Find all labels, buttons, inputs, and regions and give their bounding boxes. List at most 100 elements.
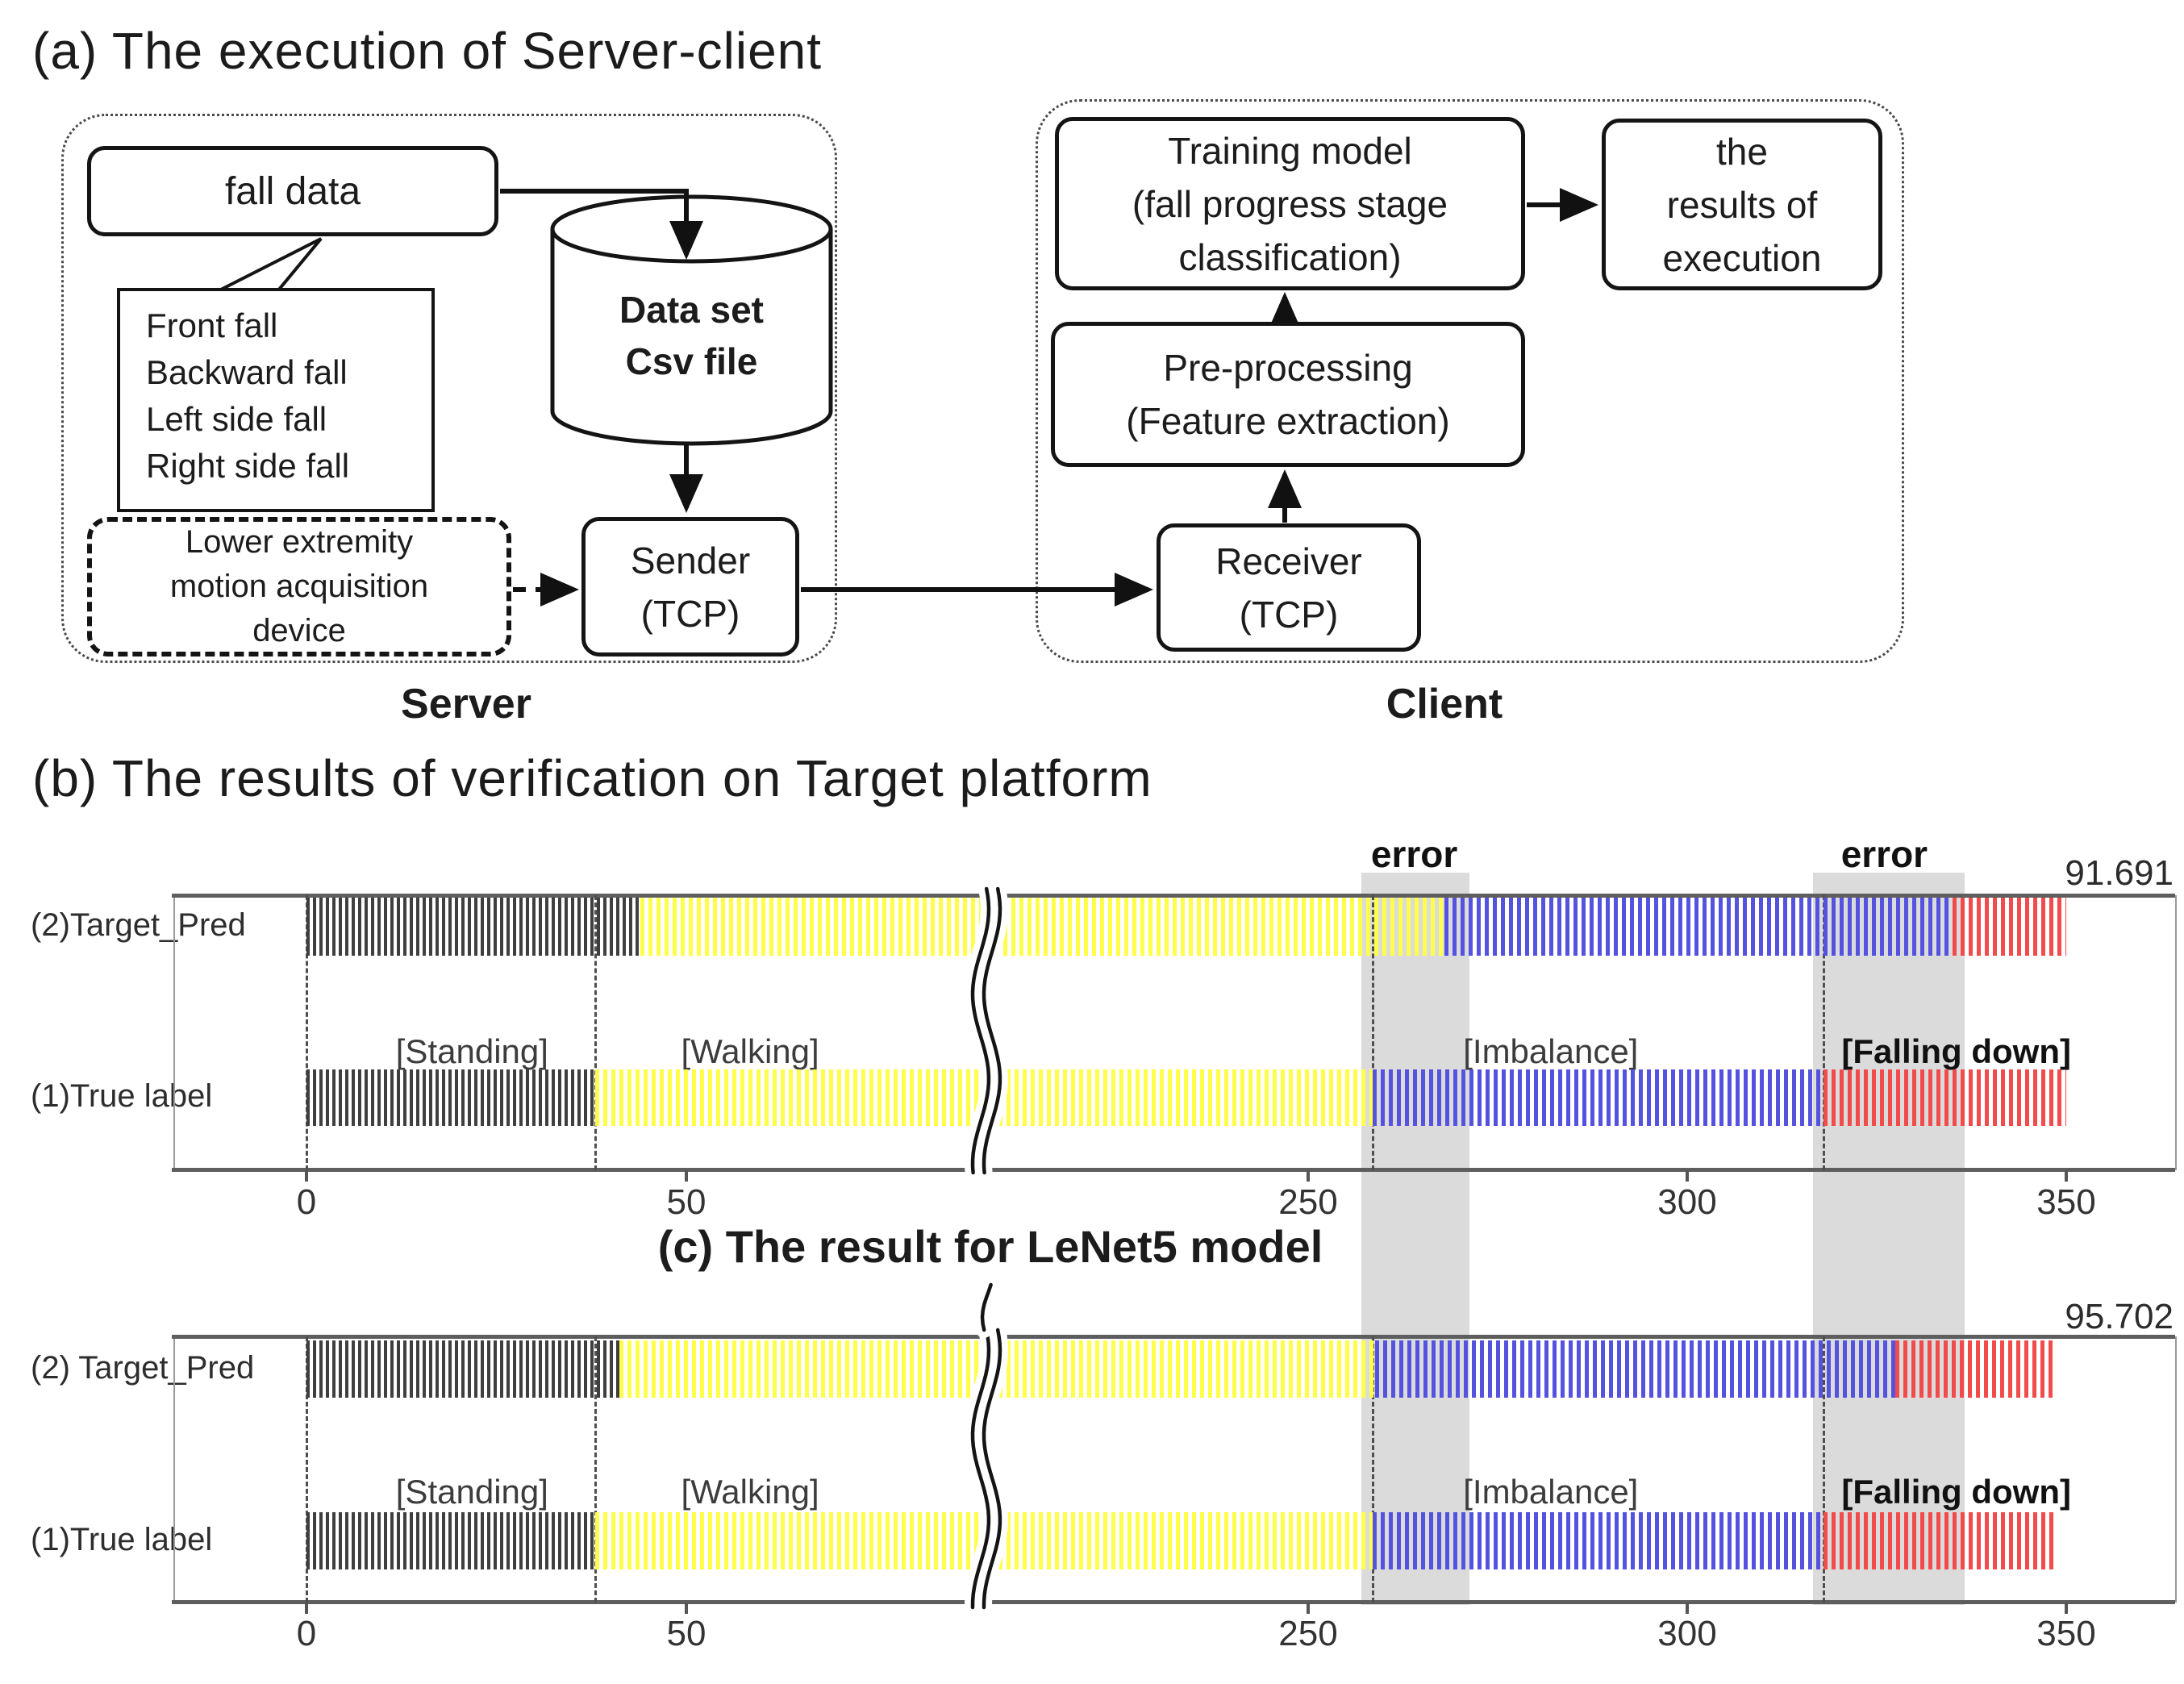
tick-segment-falling-down (1894, 1340, 2057, 1398)
x-tick-mark (1307, 1603, 1310, 1614)
class-boundary-dashed-line (1371, 1336, 1374, 1603)
results-line: execution (1662, 236, 1822, 279)
dataset-cylinder-top (550, 194, 833, 264)
error-highlight-band (1813, 873, 1965, 1605)
device-line: Lower extremity (185, 524, 414, 560)
x-tick-mark (305, 1603, 308, 1614)
receiver-box: Receiver (TCP) (1157, 523, 1421, 652)
tick-segment-walking (640, 898, 1445, 956)
server-label: Server (401, 681, 531, 727)
stage-label: [Imbalance] (1463, 1032, 1639, 1070)
receiver-line: Receiver (1215, 540, 1362, 582)
results-line: results of (1666, 183, 1818, 226)
tick-segment-standing (306, 1340, 620, 1398)
class-boundary-dashed-line (594, 895, 597, 1170)
stage-label: [Walking] (681, 1473, 819, 1511)
dataset-line: Data set (619, 289, 764, 331)
callout-line: Right side fall (146, 447, 350, 485)
plot-frame-top (172, 894, 2175, 898)
x-tick-mark (1686, 1603, 1689, 1614)
accuracy-value: 91.691 (2065, 853, 2174, 893)
dataset-cylinder-body (550, 229, 833, 446)
preprocessing-line: (Feature extraction) (1126, 400, 1450, 442)
acquisition-device-box: Lower extremity motion acquisition devic… (87, 517, 511, 657)
x-tick-mark (1686, 1170, 1689, 1182)
tick-segment-walking (619, 1340, 1375, 1398)
x-tick-label: 250 (1278, 1182, 1338, 1222)
plot-frame-top (172, 1335, 2175, 1339)
stage-label: [Falling down] (1841, 1032, 2071, 1070)
tick-segment-imbalance (1374, 1340, 1895, 1398)
tick-segment-standing (306, 1069, 595, 1126)
preprocessing-box: Pre-processing (Feature extraction) (1051, 322, 1525, 467)
section-c-title: (c) The result for LeNet5 model (657, 1221, 1323, 1272)
training-line: classification) (1178, 236, 1402, 278)
training-model-box: Training model (fall progress stage clas… (1055, 117, 1525, 290)
plot-axis-x (172, 1168, 2175, 1172)
arrow-falldata-to-dataset (500, 189, 703, 260)
training-line: (fall progress stage (1132, 182, 1448, 225)
tick-segment-falling-down (1823, 1512, 2057, 1569)
dataset-line: Csv file (625, 340, 758, 382)
plot-frame (173, 895, 2177, 1170)
error-label: error (1840, 833, 1928, 875)
x-tick-label: 300 (1657, 1614, 1717, 1653)
stage-label: [Falling down] (1841, 1473, 2071, 1511)
tick-segment-standing (306, 898, 641, 956)
sender-box: Sender (TCP) (581, 517, 799, 657)
device-line: motion acquisition (169, 569, 429, 604)
class-boundary-dashed-line (306, 1336, 308, 1603)
plot-frame (173, 1336, 2177, 1603)
class-boundary-dashed-line (1823, 1336, 1826, 1603)
tick-segment-standing (306, 1512, 595, 1569)
row-label-true-label: (1)True label (31, 1078, 213, 1114)
results-line: the (1716, 130, 1768, 173)
stage-label: [Walking] (681, 1032, 819, 1070)
client-label: Client (1386, 681, 1503, 727)
x-tick-label: 50 (666, 1182, 706, 1222)
row-label-true-label: (1)True label (31, 1521, 213, 1557)
device-line: device (252, 613, 346, 648)
error-label: error (1370, 833, 1458, 875)
stage-label: [Imbalance] (1463, 1473, 1639, 1511)
x-tick-mark (2065, 1603, 2068, 1614)
fall-types-callout: Front fall Backward fall Left side fall … (117, 288, 435, 512)
tick-segment-walking (594, 1512, 1373, 1569)
accuracy-value: 95.702 (2065, 1297, 2174, 1336)
x-tick-mark (2065, 1170, 2068, 1182)
tick-segment-imbalance (1372, 1069, 1824, 1126)
fall-data-box: fall data (87, 146, 498, 236)
preprocessing-line: Pre-processing (1163, 347, 1413, 389)
class-boundary-dashed-line (1823, 895, 1826, 1170)
server-region-box (61, 114, 837, 663)
class-boundary-dashed-line (594, 1336, 597, 1603)
stage-label: [Standing] (395, 1473, 548, 1511)
class-boundary-dashed-line (1371, 895, 1374, 1170)
x-tick-label: 0 (296, 1614, 317, 1653)
receiver-line: (TCP) (1239, 593, 1339, 636)
fall-data-label: fall data (224, 169, 361, 213)
tick-segment-walking (594, 1069, 1373, 1126)
tick-segment-imbalance (1372, 1512, 1824, 1569)
callout-pointer (219, 237, 323, 292)
x-tick-mark (685, 1170, 688, 1182)
x-tick-label: 350 (2036, 1614, 2096, 1653)
x-tick-label: 250 (1278, 1614, 1338, 1653)
row-label-target-pred: (2) Target_Pred (31, 1349, 255, 1386)
tick-segment-falling-down (1953, 898, 2066, 956)
results-box: the results of execution (1602, 119, 1882, 290)
x-tick-mark (685, 1603, 688, 1614)
x-tick-label: 350 (2036, 1182, 2096, 1222)
sender-line: (TCP) (640, 592, 740, 635)
client-region-box (1036, 99, 1904, 663)
row-label-target-pred: (2)Target_Pred (31, 907, 246, 943)
section-b-title: (b) The results of verification on Targe… (32, 749, 1152, 807)
dataset-label: Data set Csv file (552, 284, 831, 387)
stage-label: [Standing] (395, 1032, 548, 1070)
x-tick-label: 300 (1657, 1182, 1717, 1222)
sender-line: Sender (630, 539, 751, 581)
x-tick-mark (305, 1170, 308, 1182)
training-line: Training model (1168, 129, 1412, 172)
